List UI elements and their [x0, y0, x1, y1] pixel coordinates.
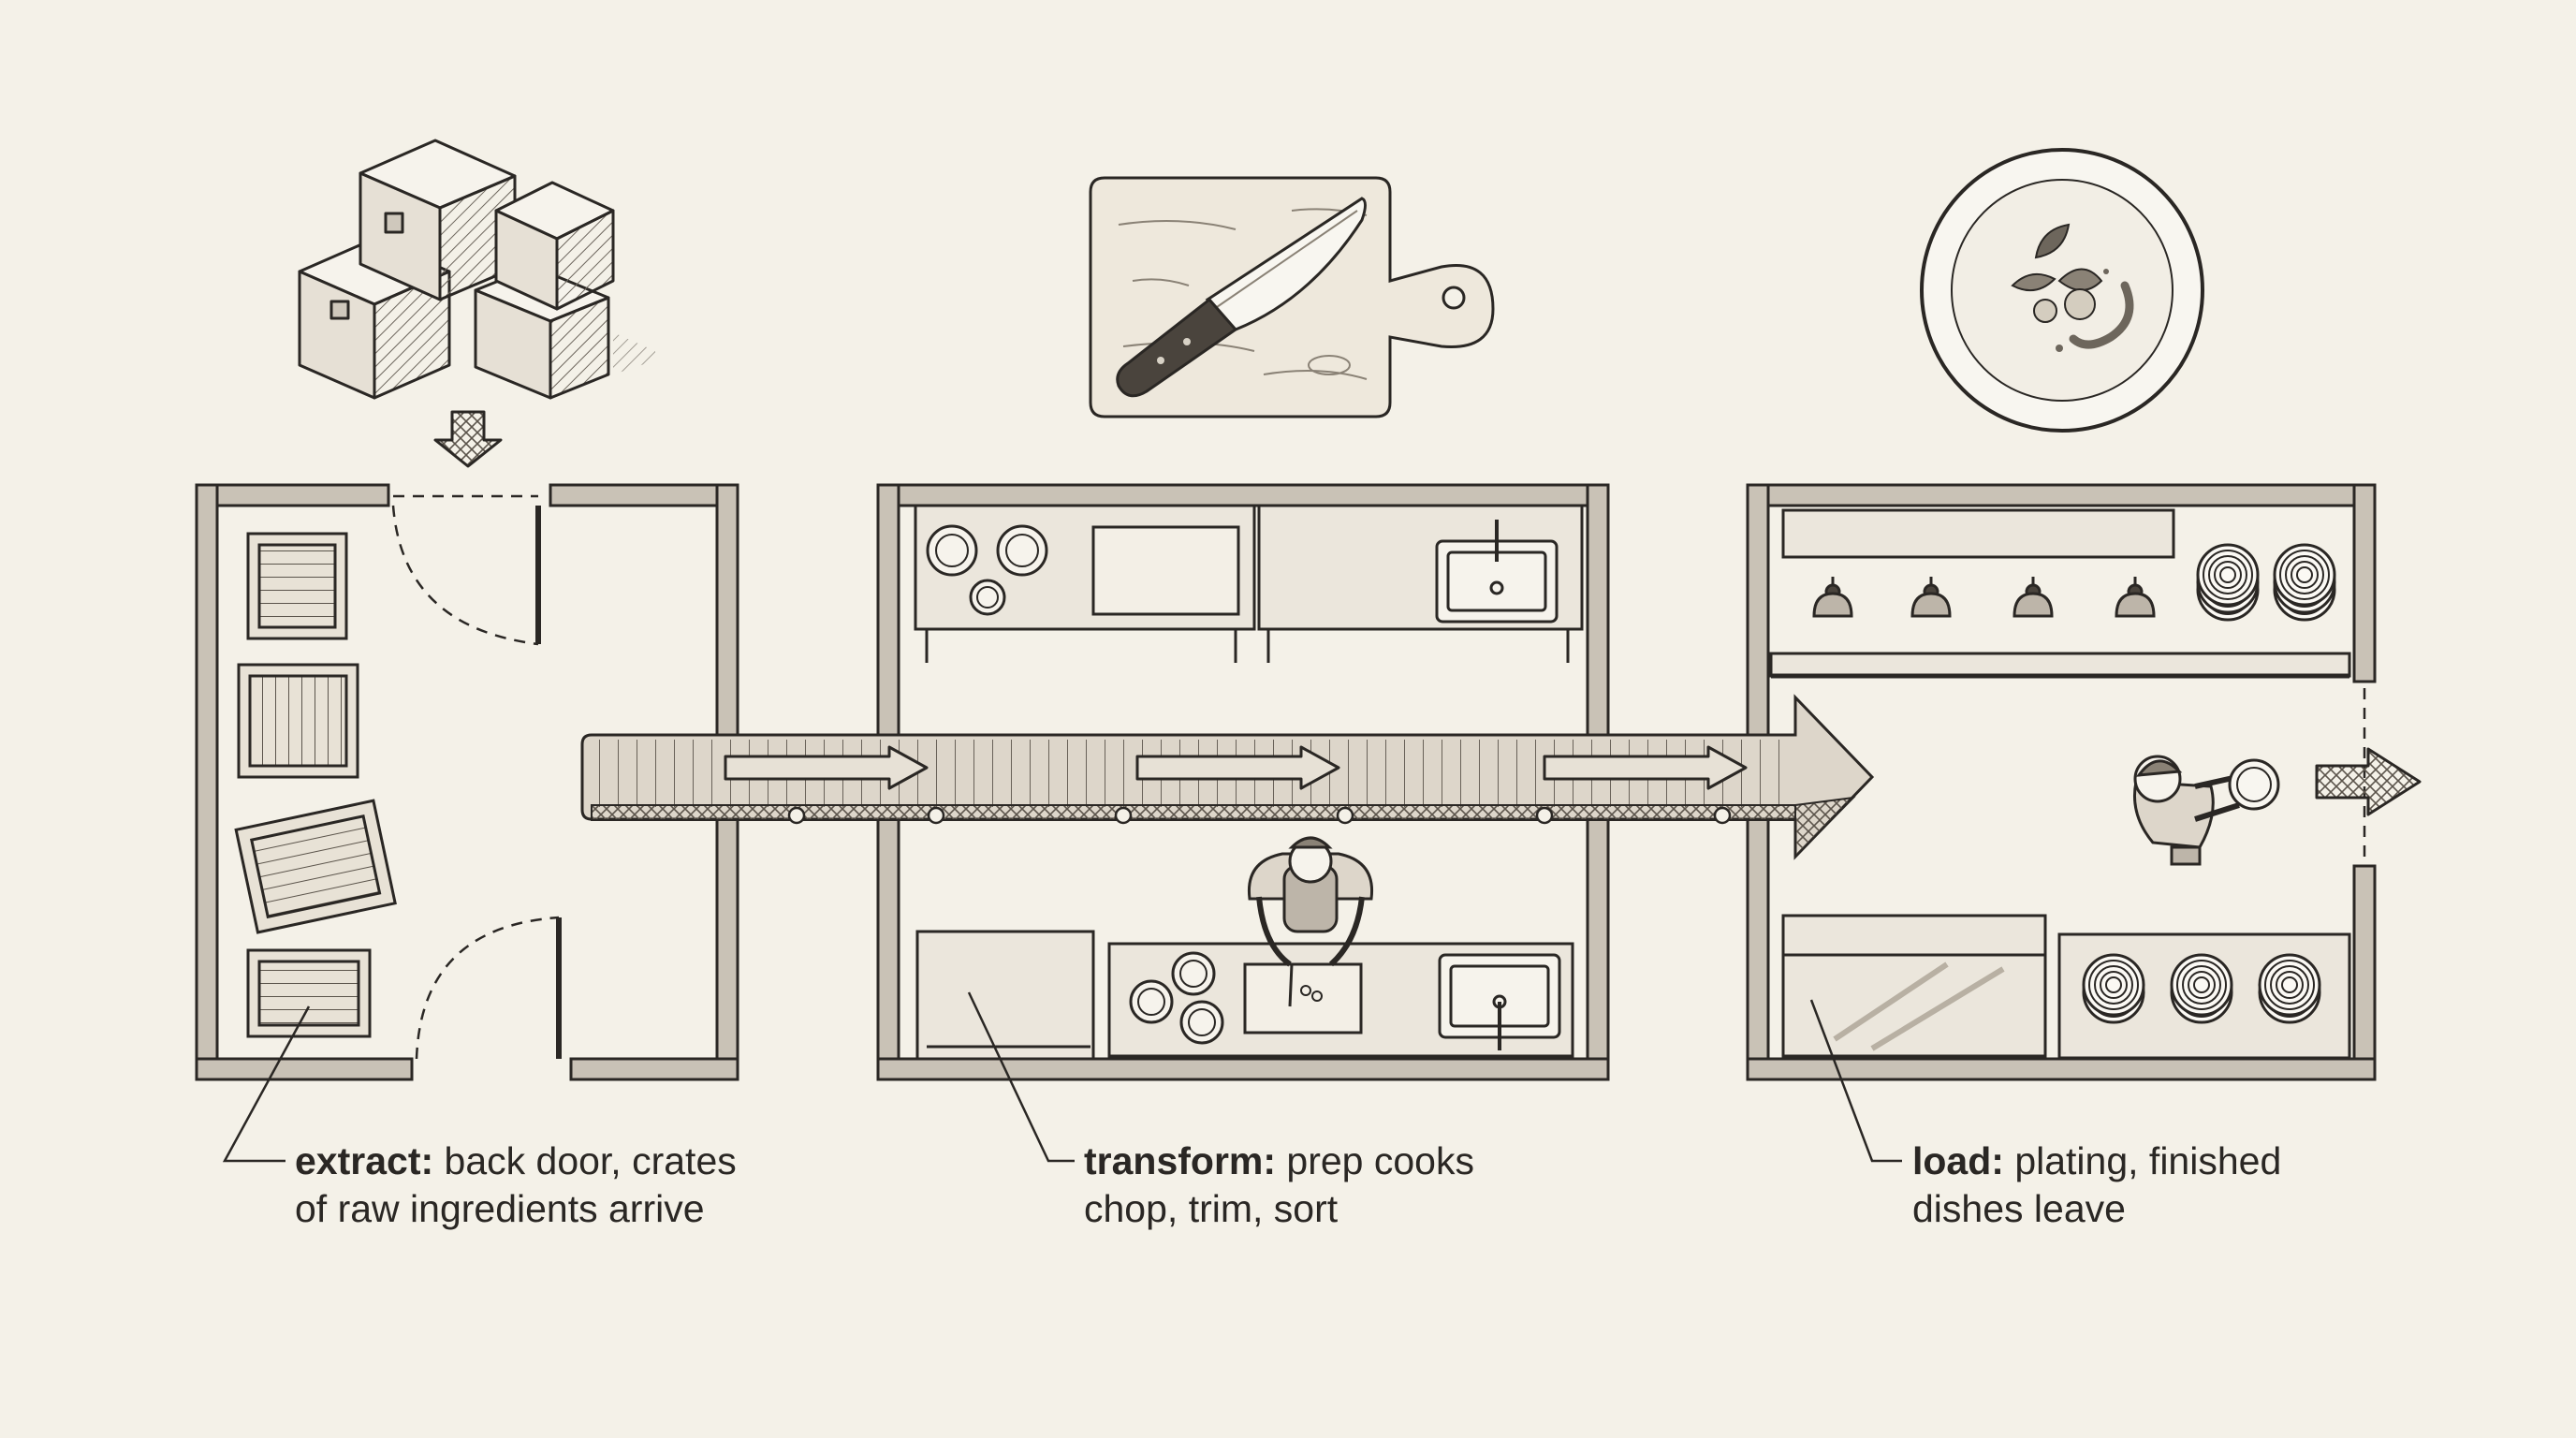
caption-transform: transform: prep cooks chop, trim, sort: [1084, 1137, 1474, 1233]
pass-counter: [1783, 916, 2349, 1058]
caption-load: load: plating, finished dishes leave: [1912, 1137, 2281, 1233]
caption-extract: extract: back door, crates of raw ingred…: [295, 1137, 737, 1233]
ingredient-crate: [236, 800, 395, 932]
stage-label-load: load:: [1912, 1139, 2004, 1182]
server-figure: [2134, 756, 2278, 864]
cutting-board-knife-icon: [1090, 178, 1493, 417]
stage-label-transform: transform:: [1084, 1139, 1276, 1182]
ingredient-crate: [239, 665, 358, 777]
arrow-down-icon: [435, 412, 501, 466]
prep-counter-bottom: [917, 932, 1573, 1059]
plated-dish-icon: [1922, 150, 2203, 431]
stage-desc-transform-1: prep cooks: [1276, 1139, 1474, 1182]
ingredient-crate: [248, 534, 346, 638]
heat-lamp-shelf: [1771, 506, 2349, 676]
stage-desc-extract-2: of raw ingredients arrive: [295, 1185, 737, 1233]
stage-desc-load-1: plating, finished: [2004, 1139, 2281, 1182]
conveyor-belt: [582, 697, 1872, 857]
stage-desc-extract-1: back door, crates: [433, 1139, 737, 1182]
stage-desc-load-2: dishes leave: [1912, 1185, 2281, 1233]
exit-arrow-icon: [2317, 749, 2420, 814]
stage-desc-transform-2: chop, trim, sort: [1084, 1185, 1474, 1233]
stacked-boxes-icon: [300, 140, 655, 398]
stage-label-extract: extract:: [295, 1139, 433, 1182]
ingredient-crate: [248, 950, 370, 1036]
lower-door: [417, 917, 559, 1059]
back-door: [393, 496, 538, 644]
